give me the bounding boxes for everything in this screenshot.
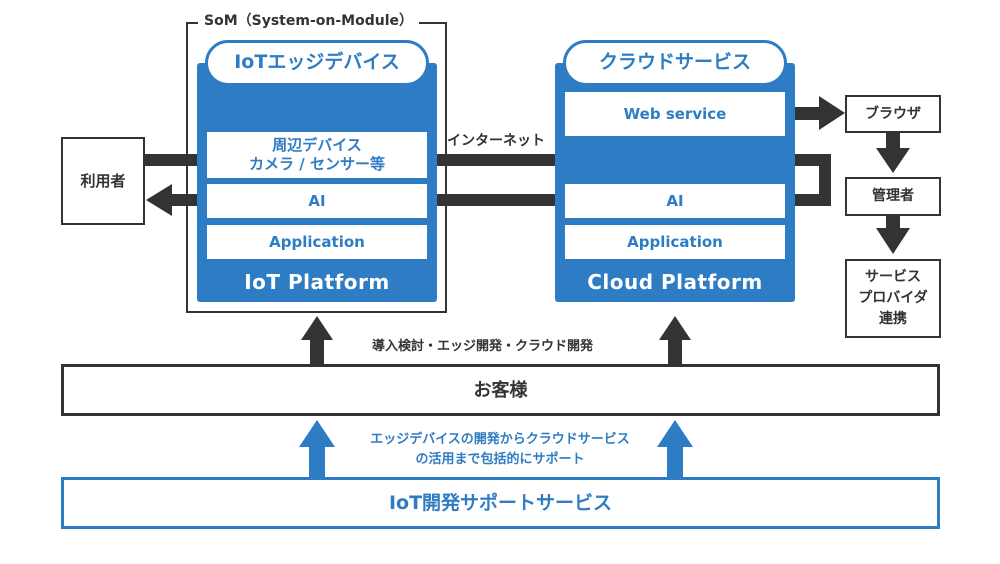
arrow-to-cloud-platform bbox=[659, 316, 691, 340]
user-to-device-line bbox=[143, 154, 210, 166]
iot-support-service-box: IoT開発サポートサービス bbox=[61, 477, 940, 529]
cloud-application-box: Application bbox=[565, 225, 785, 259]
provider-line2: プロバイダ bbox=[858, 290, 928, 306]
ai-link-line bbox=[426, 194, 566, 206]
browser-box: ブラウザ bbox=[845, 95, 941, 133]
admin-to-provider-line bbox=[886, 215, 900, 229]
web-service-box: Web service bbox=[565, 92, 785, 136]
internet-line-return bbox=[785, 194, 831, 206]
iot-edge-device-header: IoTエッジデバイス bbox=[205, 40, 429, 86]
peripheral-device-box: 周辺デバイス カメラ / センサー等 bbox=[207, 132, 427, 178]
service-provider-box: サービス プロバイダ 連携 bbox=[845, 259, 941, 338]
support-to-customer-line-right bbox=[667, 446, 683, 478]
cloud-service-header: クラウドサービス bbox=[563, 40, 787, 86]
customer-box: お客様 bbox=[61, 364, 940, 416]
som-label: SoM（System-on-Module） bbox=[198, 12, 419, 30]
arrow-to-iot-platform bbox=[301, 316, 333, 340]
internet-line-right bbox=[819, 154, 831, 206]
user-box: 利用者 bbox=[61, 137, 145, 225]
arrow-to-browser bbox=[819, 96, 845, 130]
iot-application-box: Application bbox=[207, 225, 427, 259]
support-to-customer-line-left bbox=[309, 446, 325, 478]
cloud-ai-box: AI bbox=[565, 184, 785, 218]
provider-line3: 連携 bbox=[879, 311, 907, 327]
admin-box: 管理者 bbox=[845, 177, 941, 216]
customer-flow-label: 導入検討・エッジ開発・クラウド開発 bbox=[372, 339, 594, 354]
arrow-to-provider bbox=[876, 228, 910, 254]
arrow-to-user bbox=[146, 184, 172, 216]
internet-label: インターネット bbox=[447, 133, 545, 149]
customer-to-cloud-line bbox=[668, 339, 682, 364]
browser-to-admin-line bbox=[886, 132, 900, 149]
peripheral-label-line1: 周辺デバイス bbox=[272, 136, 362, 154]
customer-to-iot-line bbox=[310, 339, 324, 364]
provider-line1: サービス bbox=[865, 269, 921, 285]
iot-platform-label: IoT Platform bbox=[244, 270, 390, 294]
support-description: エッジデバイスの開発からクラウドサービス の活用まで包括的にサポート bbox=[340, 430, 660, 470]
arrow-support-right bbox=[657, 420, 693, 447]
arrow-support-left bbox=[299, 420, 335, 447]
iot-ai-box: AI bbox=[207, 184, 427, 218]
support-desc-line1: エッジデバイスの開発からクラウドサービス bbox=[370, 432, 630, 447]
arrow-to-admin bbox=[876, 148, 910, 173]
iot-edge-device-panel bbox=[197, 63, 437, 302]
cloud-platform-label: Cloud Platform bbox=[587, 270, 763, 294]
support-desc-line2: の活用まで包括的にサポート bbox=[415, 452, 585, 467]
peripheral-label-line2: カメラ / センサー等 bbox=[249, 155, 385, 173]
